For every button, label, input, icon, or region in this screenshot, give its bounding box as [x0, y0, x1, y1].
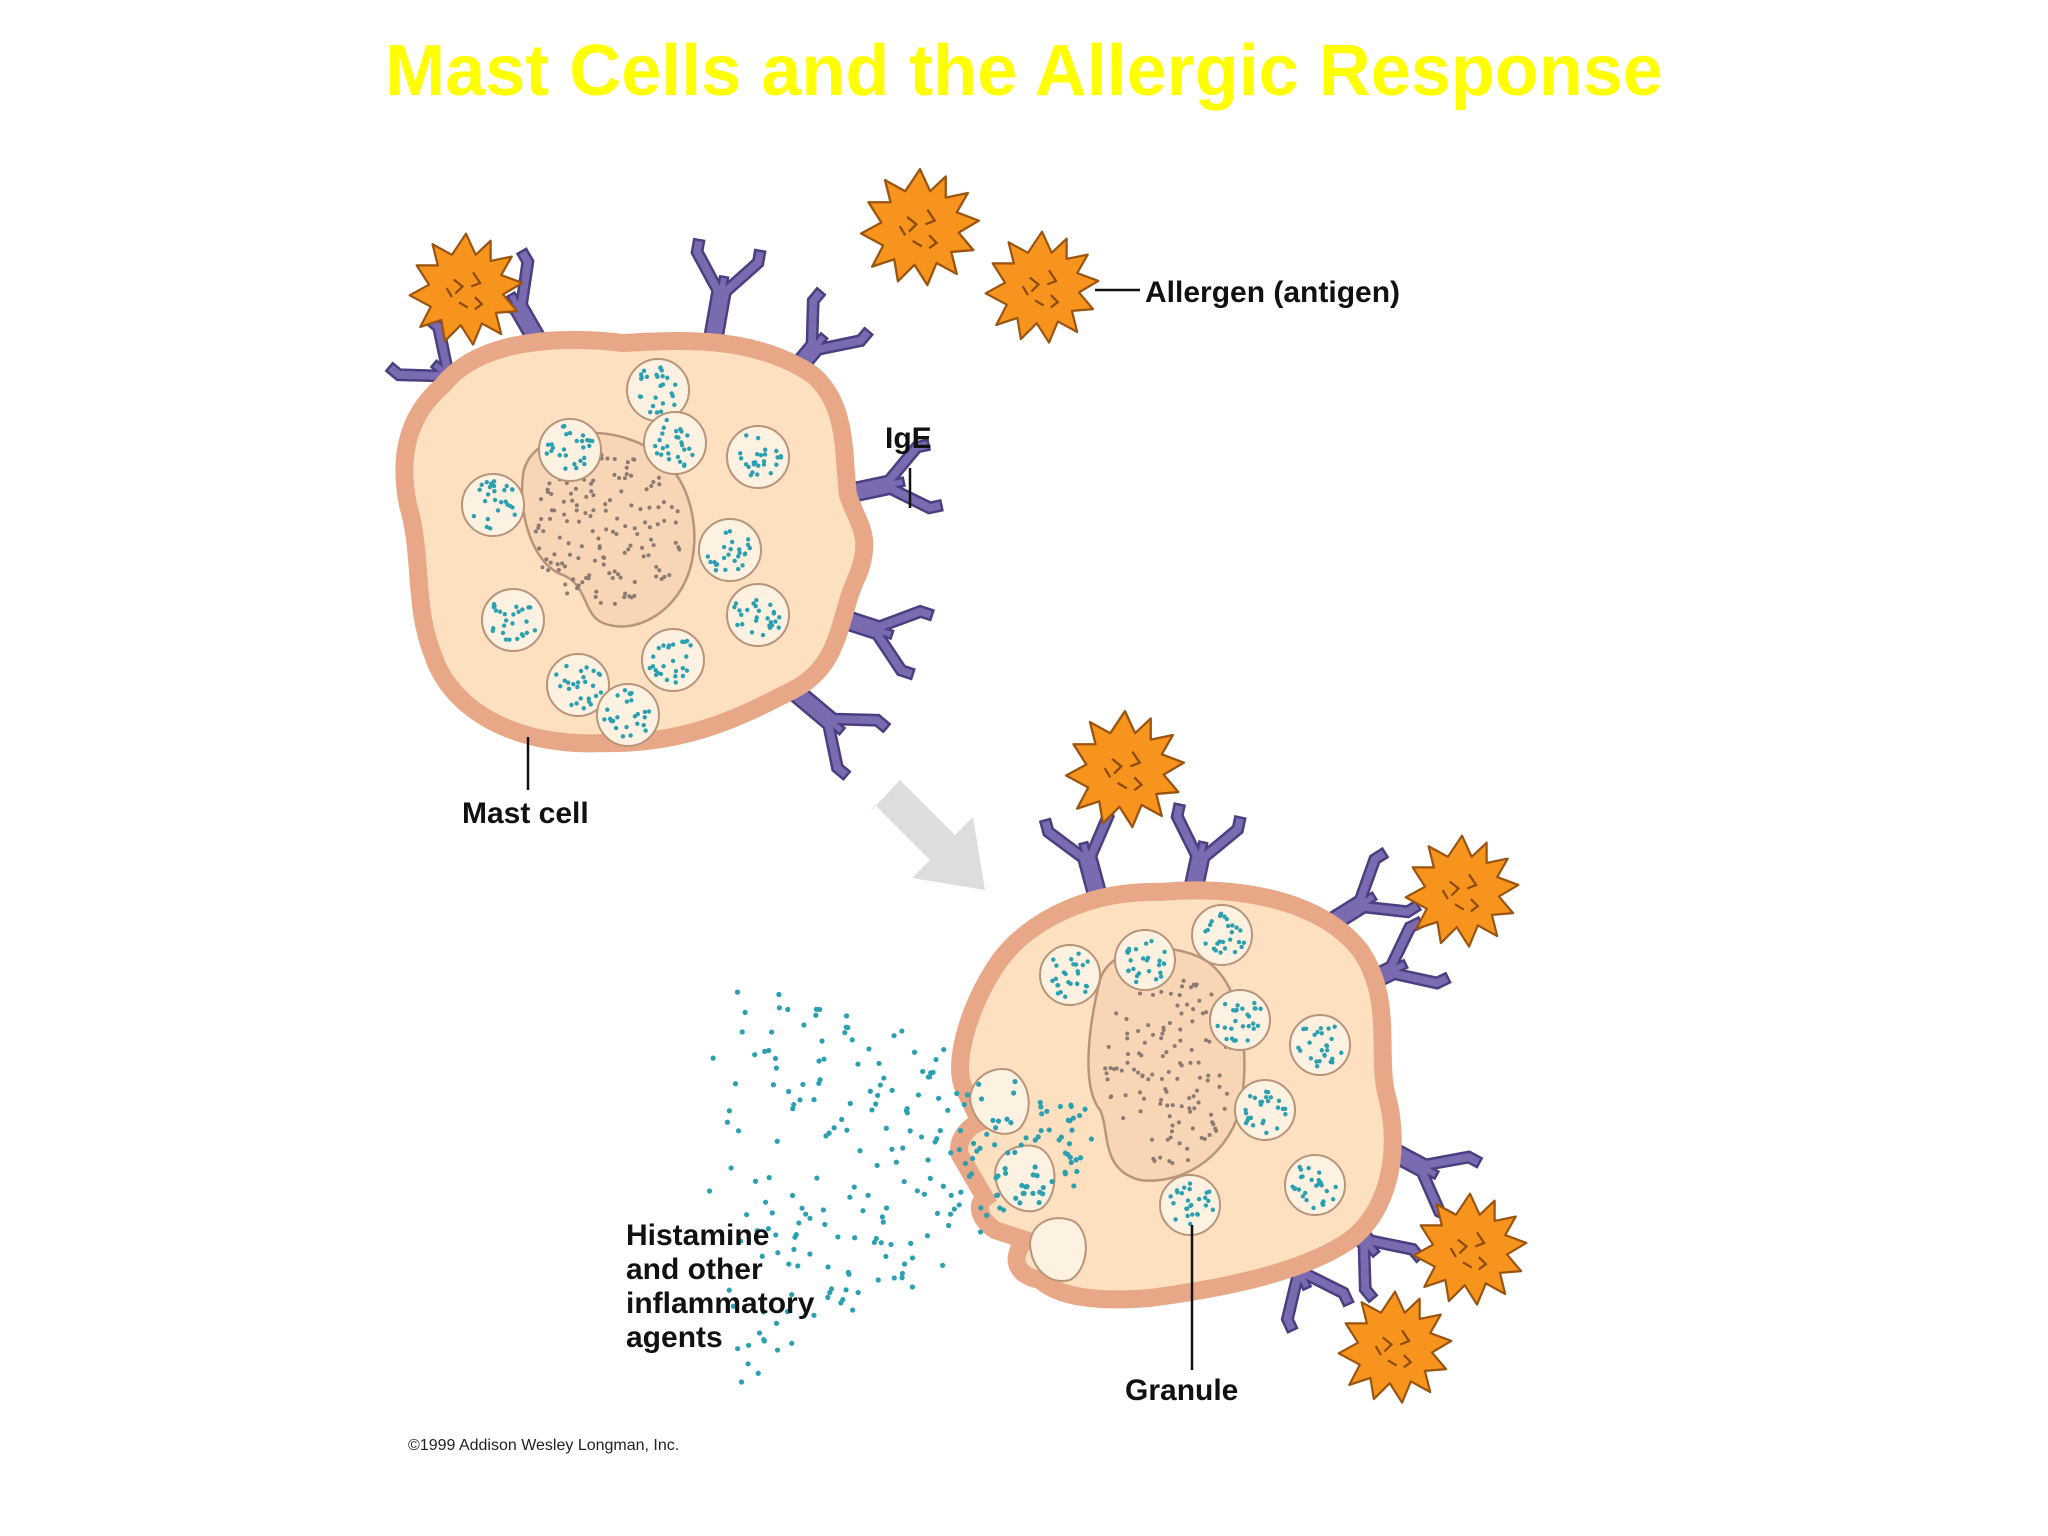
granules-bottom — [1039, 904, 1351, 1236]
nucleus-dots — [1103, 965, 1233, 1165]
granule — [538, 418, 602, 482]
granule — [1039, 944, 1101, 1006]
copyright-text: ©1999 Addison Wesley Longman, Inc. — [408, 1437, 679, 1454]
granule — [1209, 989, 1271, 1051]
allergen-label: Allergen (antigen) — [1145, 276, 1400, 309]
histamine-label: Histamine and other inflammatory agents — [626, 1219, 815, 1354]
granule — [643, 411, 707, 475]
mast-cell-bottom — [950, 801, 1483, 1334]
free-allergens — [859, 167, 1100, 344]
svg-text:inflammatory: inflammatory — [626, 1287, 815, 1320]
granule — [726, 583, 790, 647]
svg-text:Histamine: Histamine — [626, 1219, 769, 1252]
histamine-release — [706, 989, 1094, 1385]
granule — [1289, 1014, 1351, 1076]
mast-cell-label: Mast cell — [462, 797, 589, 830]
svg-text:agents: agents — [626, 1321, 723, 1354]
ige-label: IgE — [885, 422, 932, 455]
granule — [1234, 1079, 1296, 1141]
mast-cell-top — [385, 237, 944, 781]
granule — [546, 653, 610, 717]
granule — [461, 473, 525, 537]
granule — [1191, 904, 1253, 966]
page-title: Mast Cells and the Allergic Response — [385, 31, 1663, 111]
nucleus-dots — [533, 450, 682, 606]
granule — [481, 588, 545, 652]
granule — [726, 425, 790, 489]
granule-label: Granule — [1125, 1374, 1238, 1407]
granule — [1114, 929, 1176, 991]
granule — [1284, 1154, 1346, 1216]
process-arrow-icon — [870, 780, 985, 890]
granule — [698, 518, 762, 582]
nucleus — [1087, 947, 1246, 1182]
bound-allergen-top — [408, 232, 524, 346]
granule — [641, 628, 705, 692]
granule — [596, 683, 660, 747]
svg-text:and other: and other — [626, 1253, 763, 1286]
granules-top — [461, 358, 790, 747]
granule — [1159, 1174, 1221, 1236]
